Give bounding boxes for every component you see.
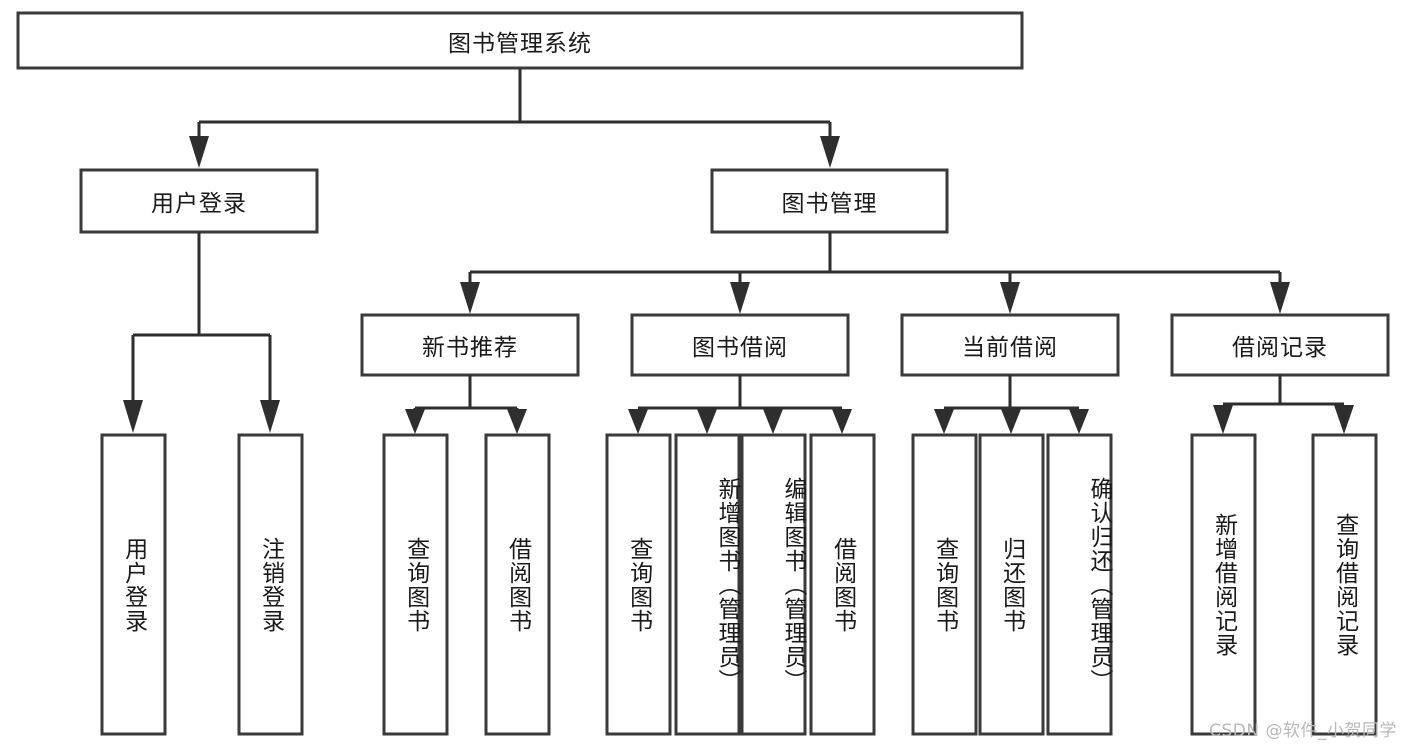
arrow-head-icon	[763, 409, 783, 434]
node-root-library-management-system[interactable]	[16, 11, 1024, 70]
leaf-borrow-record-0[interactable]	[1190, 433, 1257, 736]
arrow-head-icon	[832, 409, 852, 434]
connector-current-borrow-to-leaves	[934, 375, 1089, 434]
arrow-head-icon	[628, 409, 648, 434]
leaf-book-borrow-0[interactable]	[605, 433, 672, 736]
arrow-head-icon	[697, 409, 717, 434]
arrow-head-icon	[934, 409, 954, 434]
node-new-book-recommend[interactable]	[360, 313, 580, 377]
connector-book-borrow-to-leaves	[628, 375, 852, 434]
leaf-new-book-recommend-0[interactable]	[382, 433, 449, 736]
leaf-book-borrow-2[interactable]	[740, 433, 807, 736]
connector-book-management-to-level3	[460, 232, 1290, 314]
leaf-current-borrow-2[interactable]	[1046, 433, 1113, 736]
leaf-current-borrow-0[interactable]	[911, 433, 978, 736]
leaf-borrow-record-1[interactable]	[1311, 433, 1378, 736]
node-book-borrow[interactable]	[630, 313, 850, 377]
arrow-head-icon	[820, 136, 840, 168]
arrow-head-icon	[123, 400, 143, 433]
arrow-head-icon	[260, 400, 280, 433]
connector-new-book-recommend-to-leaves	[405, 375, 527, 434]
leaf-new-book-recommend-1[interactable]	[484, 433, 551, 736]
node-book-management[interactable]	[710, 168, 949, 234]
connector-borrow-record-to-leaves	[1213, 375, 1354, 434]
arrow-head-icon	[730, 282, 750, 314]
arrow-head-icon	[405, 409, 425, 434]
arrow-head-icon	[1001, 409, 1021, 434]
connector-user-login-to-leaves	[123, 232, 280, 433]
leaf-book-borrow-3[interactable]	[809, 433, 876, 736]
leaf-current-borrow-1[interactable]	[978, 433, 1045, 736]
arrow-head-icon	[1213, 405, 1233, 434]
node-user-login[interactable]	[79, 168, 319, 234]
arrow-head-icon	[1069, 409, 1089, 434]
arrow-head-icon	[1270, 282, 1290, 314]
node-borrow-record[interactable]	[1170, 313, 1390, 377]
arrow-head-icon	[189, 136, 209, 168]
csdn-watermark: CSDN @软件_小贺同学	[1209, 721, 1397, 741]
leaf-book-borrow-1[interactable]	[674, 433, 741, 736]
arrow-head-icon	[1334, 405, 1354, 434]
leaf-user-login-1[interactable]	[237, 433, 304, 736]
arrow-head-icon	[1000, 282, 1020, 314]
node-current-borrow[interactable]	[900, 313, 1120, 377]
leaf-user-login-0[interactable]	[100, 433, 167, 736]
arrow-head-icon	[507, 409, 527, 434]
connector-root-to-level2	[189, 67, 840, 168]
arrow-head-icon	[460, 282, 480, 314]
